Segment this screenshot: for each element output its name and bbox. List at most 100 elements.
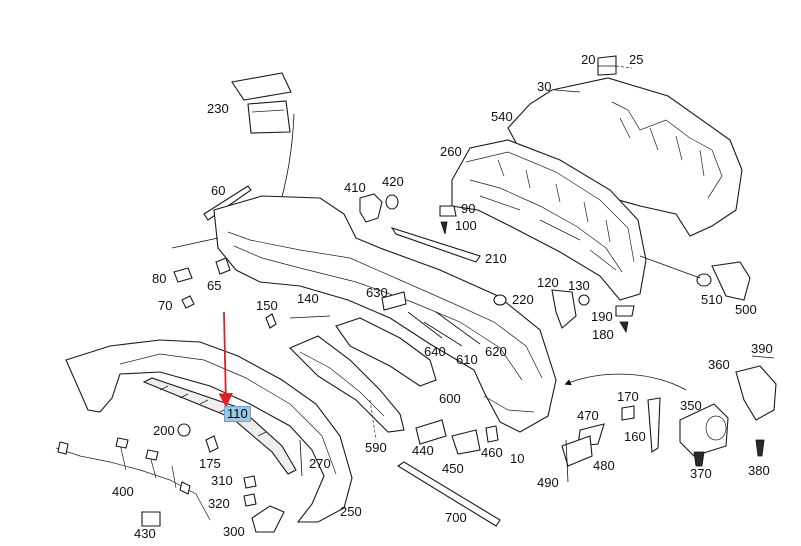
part-label-620[interactable]: 620	[485, 344, 507, 359]
part-320	[243, 493, 257, 507]
part-190	[615, 305, 635, 317]
part-label-460[interactable]: 460	[481, 445, 503, 460]
part-600-bracket	[289, 317, 437, 433]
part-500	[711, 261, 751, 301]
part-160	[647, 397, 661, 453]
leader-line-80	[171, 237, 219, 249]
part-label-190[interactable]: 190	[591, 309, 613, 324]
part-label-30[interactable]: 30	[537, 79, 552, 94]
part-300	[251, 505, 285, 533]
part-label-70[interactable]: 70	[158, 298, 173, 313]
assembly-arrow-350	[564, 373, 687, 391]
part-label-260[interactable]: 260	[440, 144, 462, 159]
part-label-90[interactable]: 90	[461, 201, 476, 216]
part-510	[696, 273, 712, 287]
part-label-170[interactable]: 170	[617, 389, 639, 404]
part-label-320[interactable]: 320	[208, 496, 230, 511]
part-180	[619, 321, 629, 334]
part-label-370[interactable]: 370	[690, 466, 712, 481]
part-350-motor	[679, 403, 729, 457]
part-label-160[interactable]: 160	[624, 429, 646, 444]
part-390	[751, 355, 775, 359]
part-270	[299, 439, 303, 477]
part-label-490[interactable]: 490	[537, 475, 559, 490]
part-label-250[interactable]: 250	[340, 504, 362, 519]
part-label-310[interactable]: 310	[211, 473, 233, 488]
part-bumper-shell	[213, 195, 557, 433]
part-label-220[interactable]: 220	[512, 292, 534, 307]
part-230-cover	[231, 72, 292, 134]
part-140	[289, 315, 331, 319]
part-label-510[interactable]: 510	[701, 292, 723, 307]
part-label-390[interactable]: 390	[751, 341, 773, 356]
part-label-300[interactable]: 300	[223, 524, 245, 539]
part-410	[359, 193, 383, 223]
part-label-10[interactable]: 10	[510, 451, 525, 466]
part-100	[440, 221, 448, 235]
part-label-100[interactable]: 100	[455, 218, 477, 233]
part-label-175[interactable]: 175	[199, 456, 221, 471]
part-label-540[interactable]: 540	[491, 109, 513, 124]
part-110-strip-highlighted	[142, 377, 297, 475]
part-label-500[interactable]: 500	[735, 302, 757, 317]
part-label-700[interactable]: 700	[445, 510, 467, 525]
part-460	[485, 425, 499, 443]
part-220	[493, 294, 507, 306]
part-label-20[interactable]: 20	[581, 52, 596, 67]
part-130	[578, 294, 590, 306]
part-label-350[interactable]: 350	[680, 398, 702, 413]
part-400-harness	[55, 437, 211, 521]
part-430	[141, 511, 161, 527]
part-label-400[interactable]: 400	[112, 484, 134, 499]
part-30-diffuser	[507, 55, 743, 237]
part-label-180[interactable]: 180	[592, 327, 614, 342]
part-label-420[interactable]: 420	[382, 174, 404, 189]
part-label-110-highlighted[interactable]: 110	[224, 406, 251, 422]
part-lower-bumper-250	[65, 339, 353, 523]
part-175	[205, 435, 219, 453]
part-label-430[interactable]: 430	[134, 526, 156, 541]
part-450	[451, 429, 481, 455]
part-label-610[interactable]: 610	[456, 352, 478, 367]
part-label-640[interactable]: 640	[424, 344, 446, 359]
part-label-200[interactable]: 200	[153, 423, 175, 438]
part-480	[561, 435, 593, 467]
part-380	[755, 439, 765, 457]
part-170	[621, 405, 635, 421]
part-640-rod	[407, 311, 443, 339]
part-label-150[interactable]: 150	[256, 298, 278, 313]
part-590	[369, 399, 377, 441]
part-label-480[interactable]: 480	[593, 458, 615, 473]
part-label-270[interactable]: 270	[309, 456, 331, 471]
part-360	[735, 365, 777, 421]
part-120	[551, 289, 577, 329]
part-150	[265, 313, 277, 329]
part-label-120[interactable]: 120	[537, 275, 559, 290]
part-310	[243, 475, 257, 489]
part-label-210[interactable]: 210	[485, 251, 507, 266]
part-label-410[interactable]: 410	[344, 180, 366, 195]
part-label-450[interactable]: 450	[442, 461, 464, 476]
part-label-60[interactable]: 60	[211, 183, 226, 198]
part-label-600[interactable]: 600	[439, 391, 461, 406]
part-label-360[interactable]: 360	[708, 357, 730, 372]
part-210-strip	[390, 227, 481, 263]
part-label-440[interactable]: 440	[412, 443, 434, 458]
part-label-80[interactable]: 80	[152, 271, 167, 286]
part-label-25[interactable]: 25	[629, 52, 644, 67]
part-200	[177, 423, 191, 437]
part-label-140[interactable]: 140	[297, 291, 319, 306]
part-label-130[interactable]: 130	[568, 278, 590, 293]
part-label-65[interactable]: 65	[207, 278, 222, 293]
part-label-470[interactable]: 470	[577, 408, 599, 423]
part-label-380[interactable]: 380	[748, 463, 770, 478]
part-label-630[interactable]: 630	[366, 285, 388, 300]
part-260-bumper-frame	[451, 139, 647, 301]
part-label-590[interactable]: 590	[365, 440, 387, 455]
leader-line-510	[639, 255, 701, 279]
highlight-arrow	[218, 311, 233, 408]
part-label-230[interactable]: 230	[207, 101, 229, 116]
part-490	[565, 439, 569, 483]
part-630	[381, 291, 407, 311]
